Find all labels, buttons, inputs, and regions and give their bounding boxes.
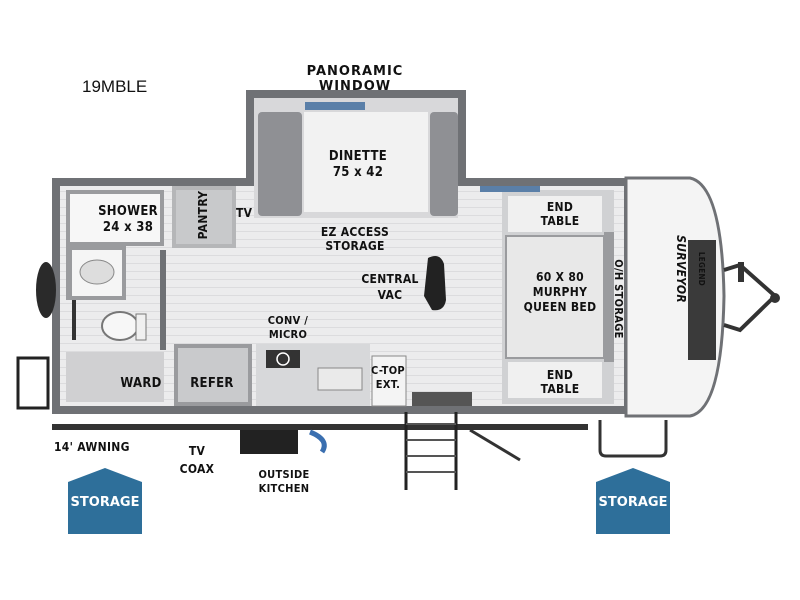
ext-label: EXT.: [375, 378, 401, 391]
end-table-bottom-label-2: TABLE: [540, 382, 580, 396]
storage-label-right: STORAGE: [598, 495, 668, 510]
storage-badge-right: STORAGE: [596, 468, 670, 534]
shower-label: SHOWER: [98, 204, 158, 219]
dinette-label: DINETTE: [328, 149, 388, 164]
micro-label: MICRO: [268, 328, 308, 341]
ez-storage-label: STORAGE: [325, 239, 385, 253]
outside-kitchen-label: OUTSIDE KITCHEN: [258, 468, 310, 495]
awning-label: 14' AWNING: [54, 440, 130, 454]
ctop-label: C-TOP: [371, 364, 405, 377]
end-table-top-label-1: END: [546, 200, 574, 214]
conv-label: CONV /: [267, 314, 309, 327]
oh-storage-label: O/H STORAGE: [612, 259, 625, 339]
storage-badge-left: STORAGE: [68, 468, 142, 534]
bed-area: [480, 186, 614, 404]
storage-arrow-icon: [68, 468, 142, 534]
storage-arrow-icon: [596, 468, 670, 534]
refer-label: REFER: [190, 376, 234, 391]
bathroom: [66, 190, 166, 402]
model-number: 19MBLE: [82, 77, 148, 96]
tv-coax-label-1: TV: [188, 444, 206, 458]
bed-queen-label: QUEEN BED: [523, 300, 597, 314]
pantry-label: PANTRY: [196, 190, 210, 240]
central-label: CENTRAL: [361, 272, 419, 286]
shower-size-label: 24 x 38: [102, 220, 154, 235]
end-table-top-label-2: TABLE: [540, 214, 580, 228]
exterior: [16, 262, 668, 490]
ward-label: WARD: [120, 376, 162, 391]
brand-logo: SURVEYOR: [674, 235, 688, 303]
brand-sub-logo: LEGEND: [697, 251, 706, 287]
front-cap: [624, 176, 780, 418]
bed-size-label: 60 X 80: [536, 270, 584, 284]
end-table-bottom-label-1: END: [546, 368, 574, 382]
vac-label: VAC: [377, 288, 403, 302]
tv-coax-label-2: COAX: [179, 462, 215, 476]
bed-murphy-label: MURPHY: [532, 285, 588, 299]
dinette-size-label: 75 x 42: [332, 165, 384, 180]
kitchen: [174, 344, 472, 407]
tv-label: TV: [236, 206, 253, 220]
pantry: [172, 186, 236, 248]
dinette: [258, 102, 458, 216]
ez-access-label: EZ ACCESS: [320, 225, 390, 239]
storage-label-left: STORAGE: [70, 495, 140, 510]
central-vac-icon: [424, 256, 446, 311]
